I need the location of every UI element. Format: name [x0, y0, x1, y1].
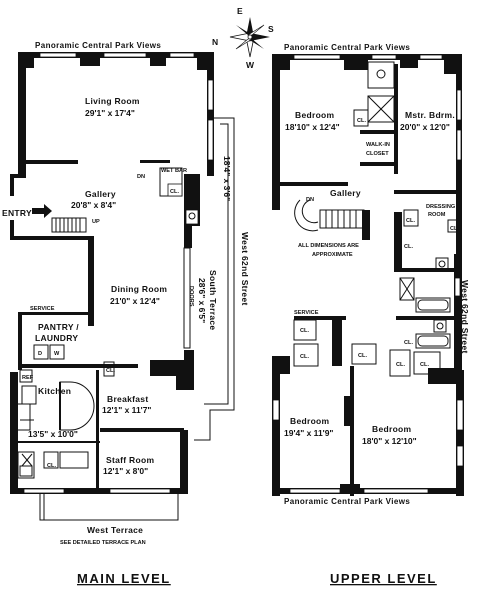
walk-in-line1: WALK-IN	[366, 142, 390, 148]
upper-closet-3-label: CL.	[450, 226, 459, 232]
dressing-line2: ROOM	[428, 212, 446, 218]
bedroom3-name: Bedroom	[372, 424, 412, 434]
upper-closet-7-label: CL.	[300, 354, 309, 360]
upper-closet-2-label: CL.	[406, 218, 415, 224]
ref-label: REF	[22, 375, 34, 381]
staff-room-dims: 12'1" x 8'0"	[103, 466, 148, 476]
walk-in-line2: CLOSET	[366, 151, 389, 157]
dryer-label: D	[38, 351, 42, 357]
kitchen-name: Kitchen	[38, 386, 71, 396]
gallery-dims: 20'8" x 8'4"	[71, 200, 116, 210]
upper-gallery-name: Gallery	[330, 188, 361, 198]
upper-level-title: UPPER LEVEL	[330, 571, 437, 586]
upper-closet-8-label: CL.	[358, 353, 367, 359]
upper-street-label: West 62nd Street	[460, 280, 470, 354]
bedroom1-dims: 18'10" x 12'4"	[285, 122, 340, 132]
compass-n-label: N	[212, 37, 218, 47]
bedroom3-dims: 18'0" x 12'10"	[362, 436, 417, 446]
living-room-dims: 29'1" x 17'4"	[85, 108, 135, 118]
compass-e-label: E	[237, 6, 243, 16]
washer-label: W	[54, 351, 60, 357]
compass-w-label: W	[246, 60, 255, 70]
bedroom2-name: Bedroom	[290, 416, 330, 426]
dining-room-dims: 21'0" x 12'4"	[110, 296, 160, 306]
main-dn-label: DN	[137, 174, 145, 180]
kitchen-dims: 13'5" x 10'0"	[28, 429, 78, 439]
upper-closet-10-label: CL.	[420, 362, 429, 368]
terrace-dim-1: 18'4" x 3'6"	[222, 156, 232, 201]
entry-label: ENTRY	[2, 208, 32, 218]
dressing-line1: DRESSING	[426, 204, 455, 210]
living-room-name: Living Room	[85, 96, 140, 106]
dims-note-line2: APPROXIMATE	[312, 252, 353, 258]
compass-rose-icon	[229, 17, 270, 58]
wet-bar-label: WET BAR	[161, 168, 187, 174]
entry-arrow-icon	[32, 204, 52, 218]
west-terrace-name: West Terrace	[87, 525, 143, 535]
upper-dn-label: DN	[306, 197, 314, 203]
dims-note-line1: ALL DIMENSIONS ARE	[298, 243, 359, 249]
upper-closet-9-label: CL.	[396, 362, 405, 368]
pantry-label-line2: LAUNDRY	[35, 333, 78, 343]
upper-service-label: SERVICE	[294, 310, 319, 316]
west-terrace-note: SEE DETAILED TERRACE PLAN	[60, 540, 146, 546]
pantry-label-line1: PANTRY /	[38, 322, 79, 332]
south-terrace-name: South Terrace	[208, 270, 218, 330]
main-service-label: SERVICE	[30, 306, 55, 312]
main-level-title: MAIN LEVEL	[77, 571, 171, 586]
main-closet-label: CL.	[170, 189, 179, 195]
bedroom1-name: Bedroom	[295, 110, 335, 120]
breakfast-dims: 12'1" x 11'7"	[102, 405, 151, 415]
breakfast-name: Breakfast	[107, 394, 148, 404]
upper-closet-4-label: CL.	[404, 244, 413, 250]
main-top-view-label: Panoramic Central Park Views	[35, 41, 161, 50]
main-closet-3-label: CL.	[47, 463, 56, 469]
master-name: Mstr. Bdrm.	[405, 110, 455, 120]
gallery-name: Gallery	[85, 189, 116, 199]
bedroom2-dims: 19'4" x 11'9"	[284, 428, 333, 438]
main-street-label: West 62nd Street	[240, 232, 250, 306]
south-terrace-dims: 28'6" x 6'5"	[197, 278, 207, 323]
master-dims: 20'0" x 12'0"	[400, 122, 450, 132]
staff-room-name: Staff Room	[106, 455, 154, 465]
main-closet-2-label: CL.	[106, 368, 115, 374]
dining-room-name: Dining Room	[111, 284, 167, 294]
upper-top-view-label: Panoramic Central Park Views	[284, 43, 410, 52]
main-up-label: UP	[92, 219, 100, 225]
main-level-plan	[10, 52, 235, 521]
upper-closet-6-label: CL.	[300, 328, 309, 334]
upper-bottom-view-label: Panoramic Central Park Views	[284, 497, 410, 506]
compass-s-label: S	[268, 24, 274, 34]
upper-closet-5-label: CL.	[404, 340, 413, 346]
upper-level-plan	[272, 54, 464, 496]
doors-label: DOORS	[188, 286, 194, 307]
upper-closet-1-label: CL.	[357, 118, 366, 124]
